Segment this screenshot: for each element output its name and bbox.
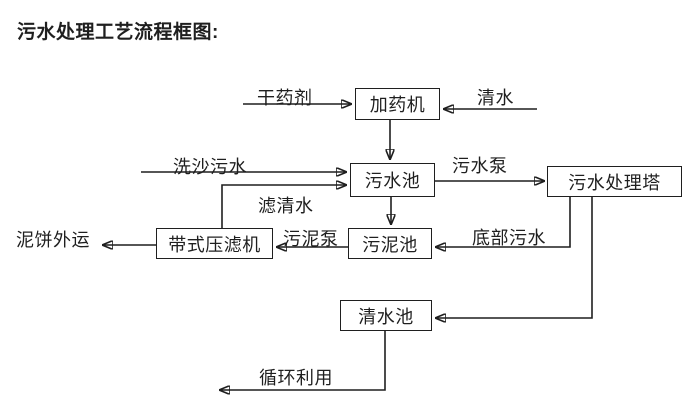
arrow-bottom-sewage-to-sludge-pool [436,197,571,247]
edge-label-dry-agent: 干药剂 [257,88,313,108]
edge-label-bottom-sewage: 底部污水 [472,228,546,248]
edge-label-sand-washing-sewage: 洗沙污水 [173,157,247,177]
node-belt-filter-press: 带式压滤机 [156,228,273,259]
edge-label-filtered-water: 滤清水 [258,196,314,216]
node-dosing-machine: 加药机 [355,88,440,120]
node-clean-water-pool: 清水池 [340,300,432,331]
node-clean-water-pool-label: 清水池 [358,306,414,327]
node-sewage-treatment-tower: 污水处理塔 [547,166,682,197]
arrow-tower-to-clean-water-pool [436,197,593,318]
edge-label-sewage-pump: 污水泵 [452,156,508,176]
arrow-clean-water-pool-to-recycle [220,331,386,390]
node-sludge-pool-label: 污泥池 [362,234,418,255]
node-belt-filter-press-label: 带式压滤机 [168,234,261,255]
arrow-filtered-water-to-sewage-pool [221,185,346,228]
node-sludge-pool: 污泥池 [348,228,432,259]
edge-label-recycle: 循环利用 [259,368,333,388]
node-sewage-pool: 污水池 [350,163,435,197]
edge-label-sludge-pump: 污泥泵 [283,229,339,249]
edge-label-clean-water-in: 清水 [477,88,514,108]
node-sewage-pool-label: 污水池 [364,171,421,191]
edge-label-mud-cake-out: 泥饼外运 [16,230,90,250]
node-sewage-treatment-tower-label: 污水处理塔 [568,172,661,193]
node-dosing-machine-label: 加药机 [369,95,426,115]
page-title: 污水处理工艺流程框图: [17,22,219,43]
